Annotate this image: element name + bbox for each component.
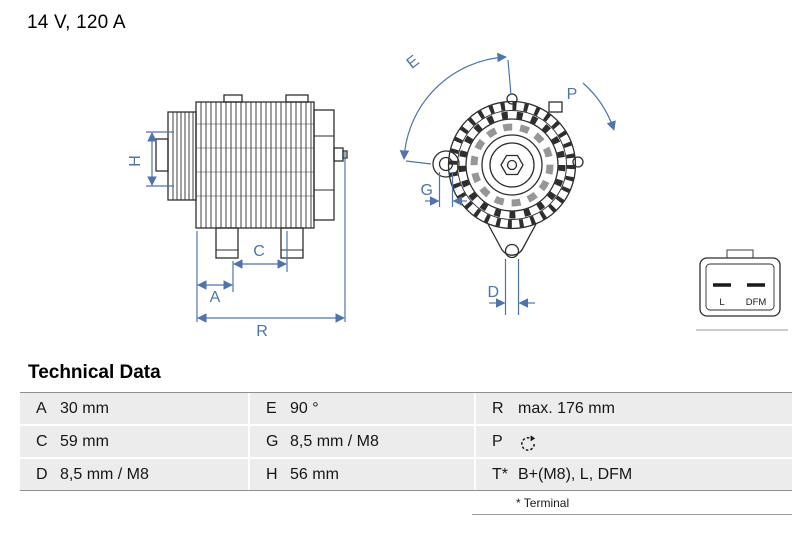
alternator-front-view [432,93,584,259]
row-g-value: 8,5 mm / M8 [286,426,474,457]
dim-label-h: H [127,155,144,167]
row-p-label: P [474,426,514,457]
row-h-label: H [248,459,286,490]
side-view-dimensions: H A C R [127,131,346,340]
dim-label-d: D [487,284,499,301]
row-a-value: 30 mm [56,393,248,424]
row-r-value: max. 176 mm [514,393,792,424]
row-g-label: G [248,426,286,457]
row-c-label: C [20,426,56,457]
table-title: Technical Data [28,362,161,383]
clockwise-rotation-icon [521,435,536,452]
row-e-label: E [248,393,286,424]
dim-label-g: G [421,182,433,199]
technical-data-table: A 30 mm E 90 ° R max. 176 mm C 59 mm G 8… [20,392,792,491]
alternator-side-view [155,94,348,259]
row-d-value: 8,5 mm / M8 [56,459,248,490]
row-d-label: D [20,459,56,490]
row-r-label: R [474,393,514,424]
row-c-value: 59 mm [56,426,248,457]
row-t-value: B+(M8), L, DFM [514,459,792,490]
row-e-value: 90 ° [286,393,474,424]
connector-pin-label-dfm: DFM [746,297,767,308]
front-view-dimensions: E P G D [399,52,616,315]
row-a-label: A [20,393,56,424]
dim-label-c: C [253,243,265,260]
row-h-value: 56 mm [286,459,474,490]
dim-label-e: E [404,52,423,72]
technical-data-section: Technical Data A 30 mm E 90 ° R max. 176… [20,362,792,515]
technical-drawing: H A C R E P G [127,52,788,340]
row-p-value [514,426,792,457]
terminal-footnote: * Terminal [472,493,792,515]
connector-detail: L DFM [696,249,788,331]
connector-pin-label-l: L [719,297,724,308]
row-t-label: T* [474,459,514,490]
dim-label-p: P [567,86,578,103]
voltage-amperage-rating: 14 V, 120 A [27,12,126,33]
dim-label-r: R [256,323,268,340]
dim-label-a: A [210,289,221,306]
